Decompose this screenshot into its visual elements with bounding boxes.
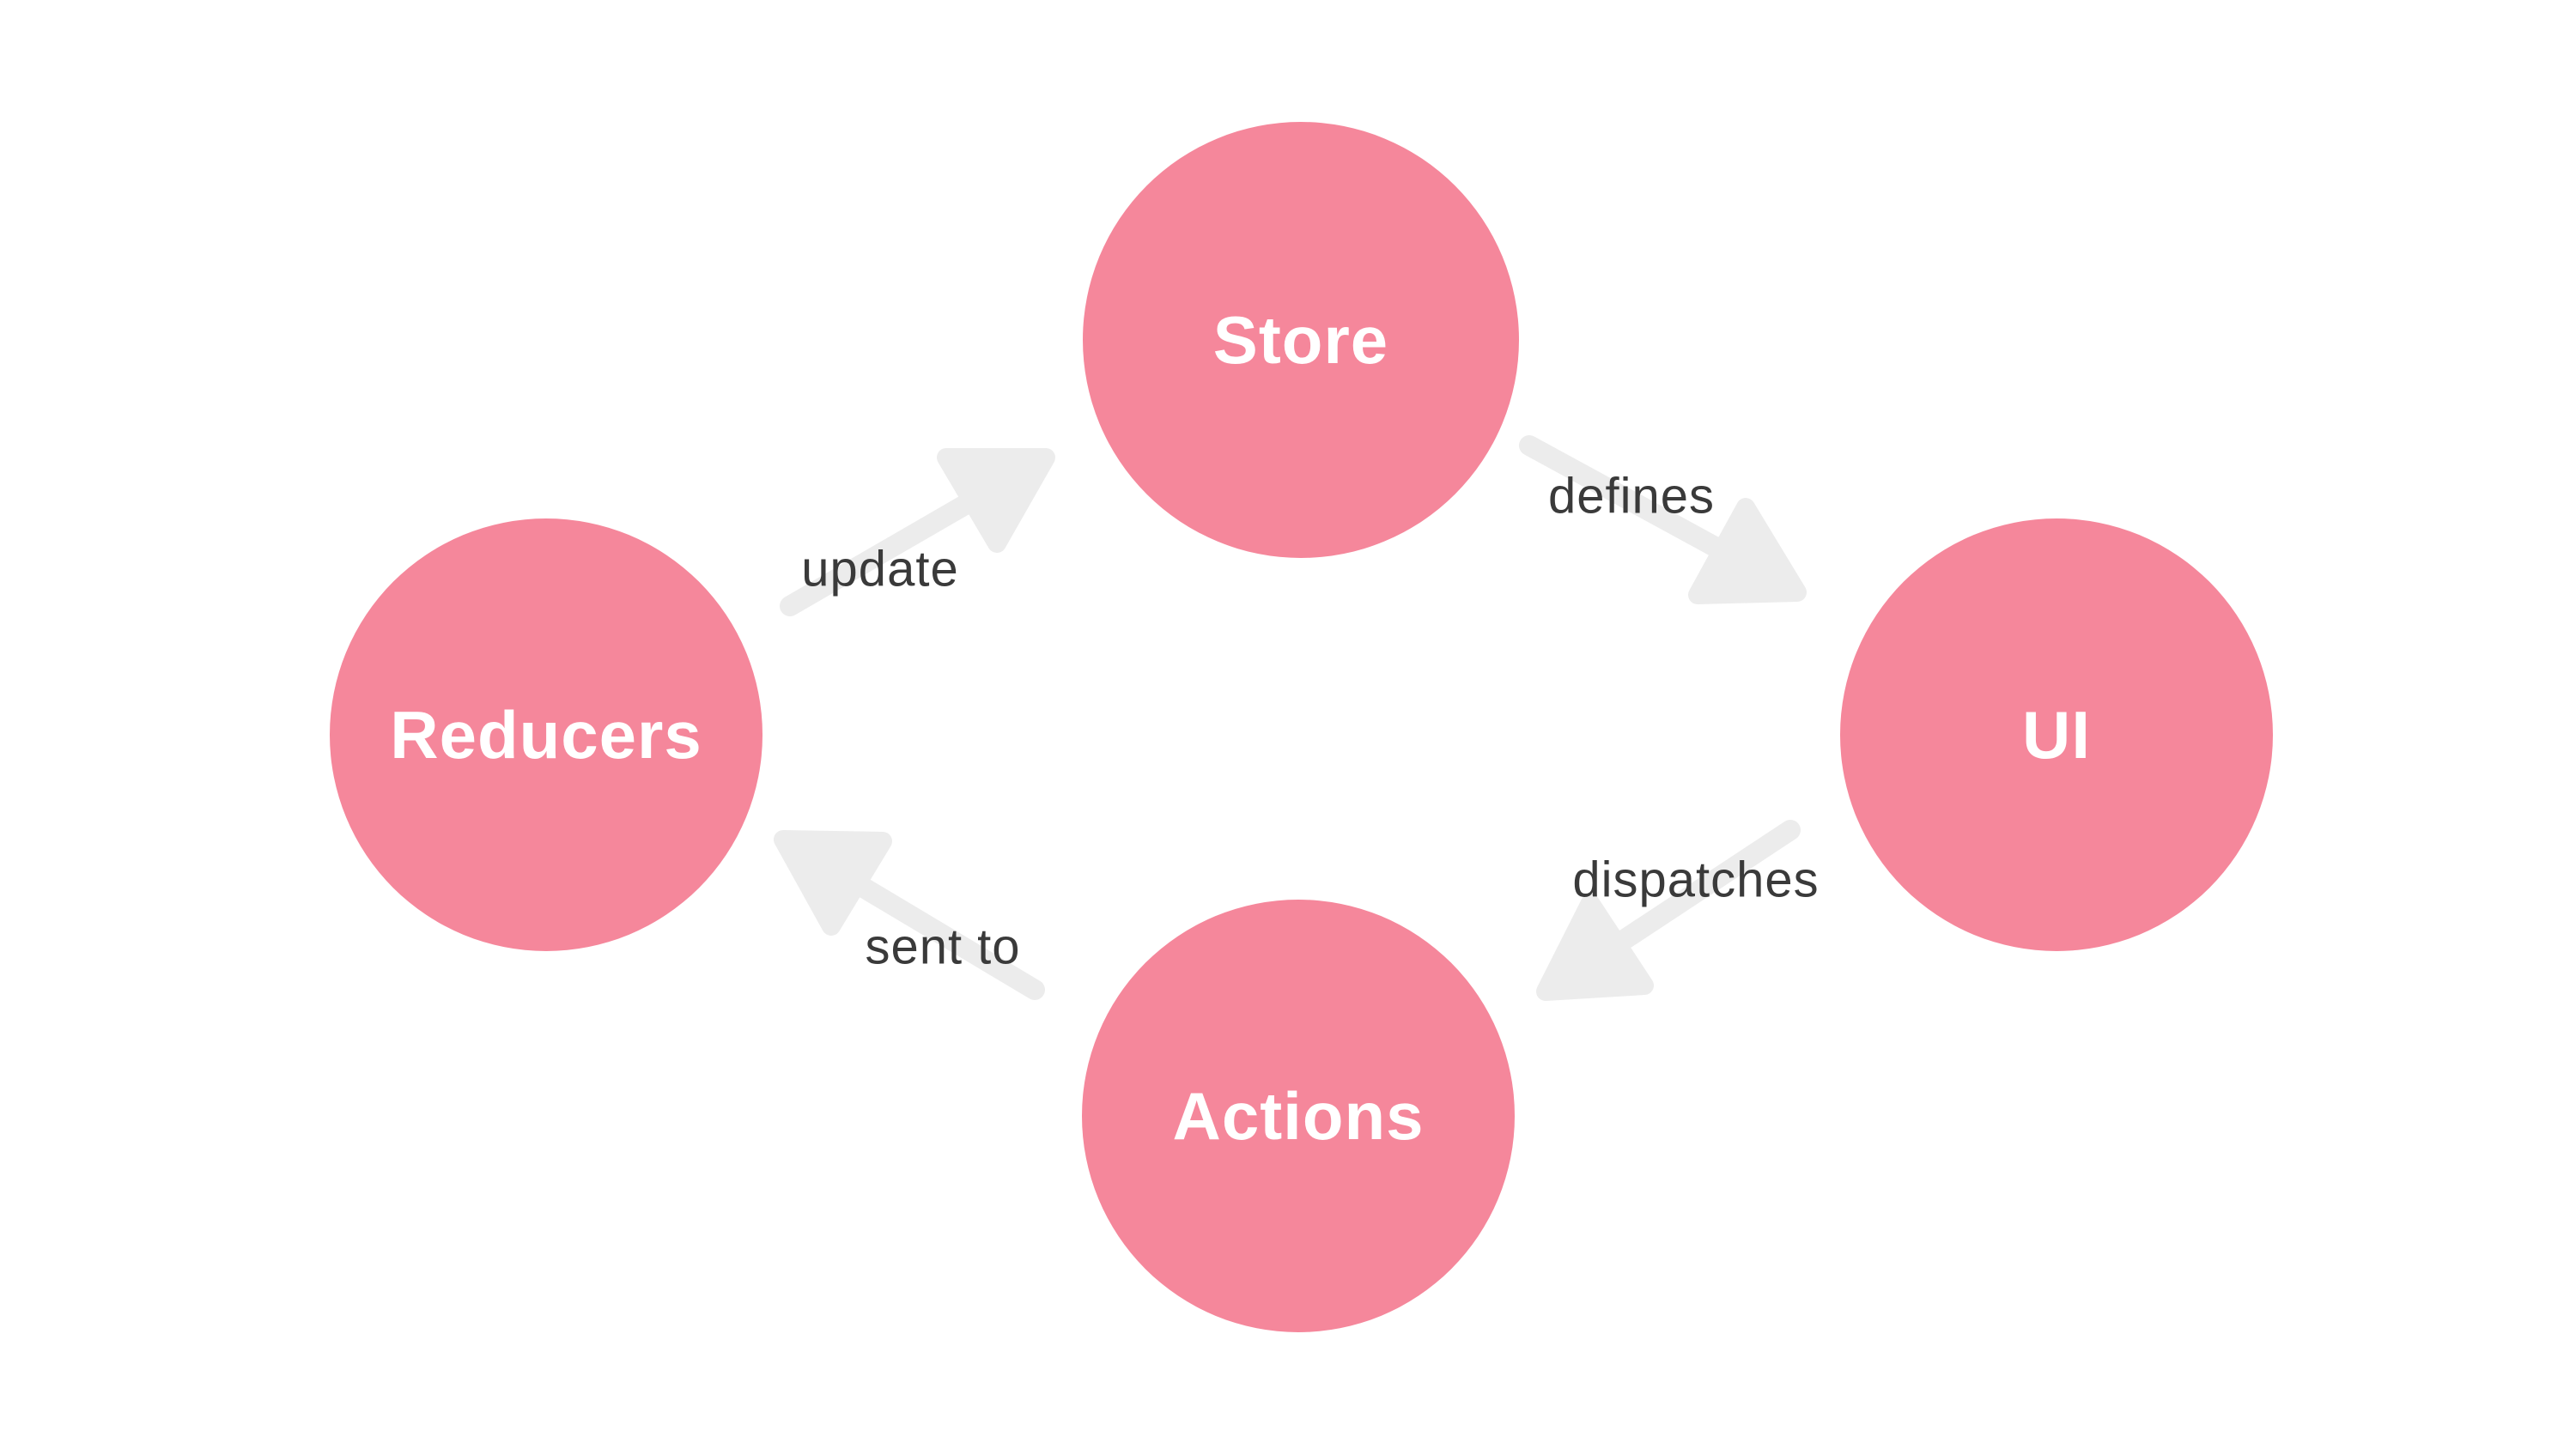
node-ui-label: UI — [2022, 696, 2091, 773]
node-ui: UI — [1840, 518, 2273, 951]
arrow-shaft — [843, 871, 1045, 1000]
node-store-label: Store — [1212, 301, 1389, 378]
arrow-store-to-ui-icon — [1519, 435, 1807, 604]
arrow-head — [774, 830, 892, 936]
node-store: Store — [1083, 122, 1519, 558]
arrow-head — [1688, 498, 1807, 604]
arrow-shaft — [780, 488, 986, 616]
arrow-head — [1536, 894, 1654, 1001]
edge-label-defines: defines — [1547, 468, 1716, 524]
node-actions-label: Actions — [1172, 1077, 1425, 1154]
arrow-actions-to-reducers-icon — [774, 830, 1045, 1000]
arrow-ui-to-actions-icon — [1536, 820, 1801, 1001]
node-reducers-label: Reducers — [390, 696, 702, 773]
edge-label-sent-to: sent to — [865, 919, 1021, 975]
arrow-head — [937, 448, 1055, 553]
node-actions: Actions — [1082, 900, 1515, 1332]
arrow-reducers-to-store-icon — [780, 448, 1055, 616]
arrow-shaft — [1519, 435, 1736, 563]
arrow-shaft — [1603, 820, 1801, 957]
edge-label-update: update — [801, 541, 959, 597]
node-reducers: Reducers — [330, 518, 762, 951]
edge-label-dispatches: dispatches — [1572, 852, 1820, 908]
